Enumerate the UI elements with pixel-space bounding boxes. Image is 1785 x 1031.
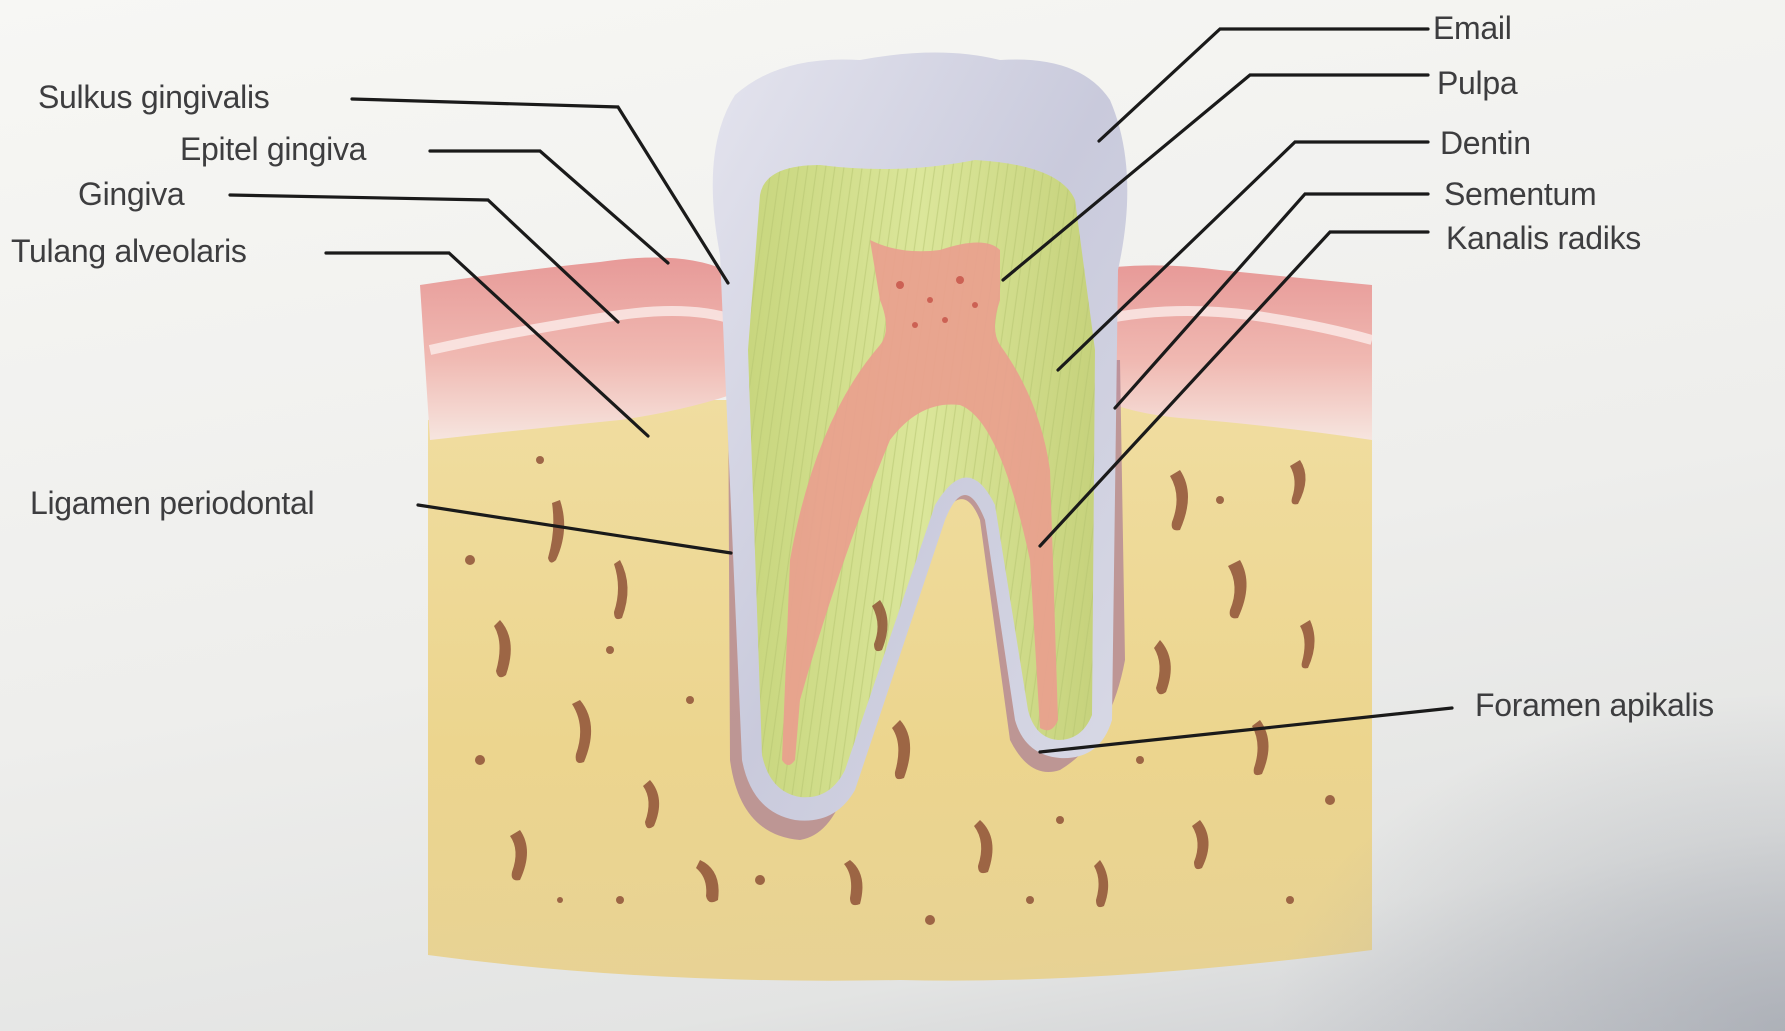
label-email: Email — [1433, 10, 1512, 46]
label-gingiva: Gingiva — [78, 176, 184, 212]
label-sementum: Sementum — [1444, 176, 1596, 212]
label-pulpa: Pulpa — [1437, 65, 1517, 101]
label-sulkus-gingivalis: Sulkus gingivalis — [38, 79, 269, 115]
label-epitel-gingiva: Epitel gingiva — [180, 131, 366, 167]
label-ligamen-periodontal: Ligamen periodontal — [30, 485, 314, 521]
label-kanalis-radiks: Kanalis radiks — [1446, 220, 1641, 256]
leader-epitel — [430, 151, 668, 263]
label-foramen-apikalis: Foramen apikalis — [1475, 687, 1714, 723]
leader-sulkus — [352, 99, 728, 283]
leader-email — [1099, 29, 1428, 141]
label-tulang-alveolaris: Tulang alveolaris — [11, 233, 247, 269]
label-dentin: Dentin — [1440, 125, 1531, 161]
